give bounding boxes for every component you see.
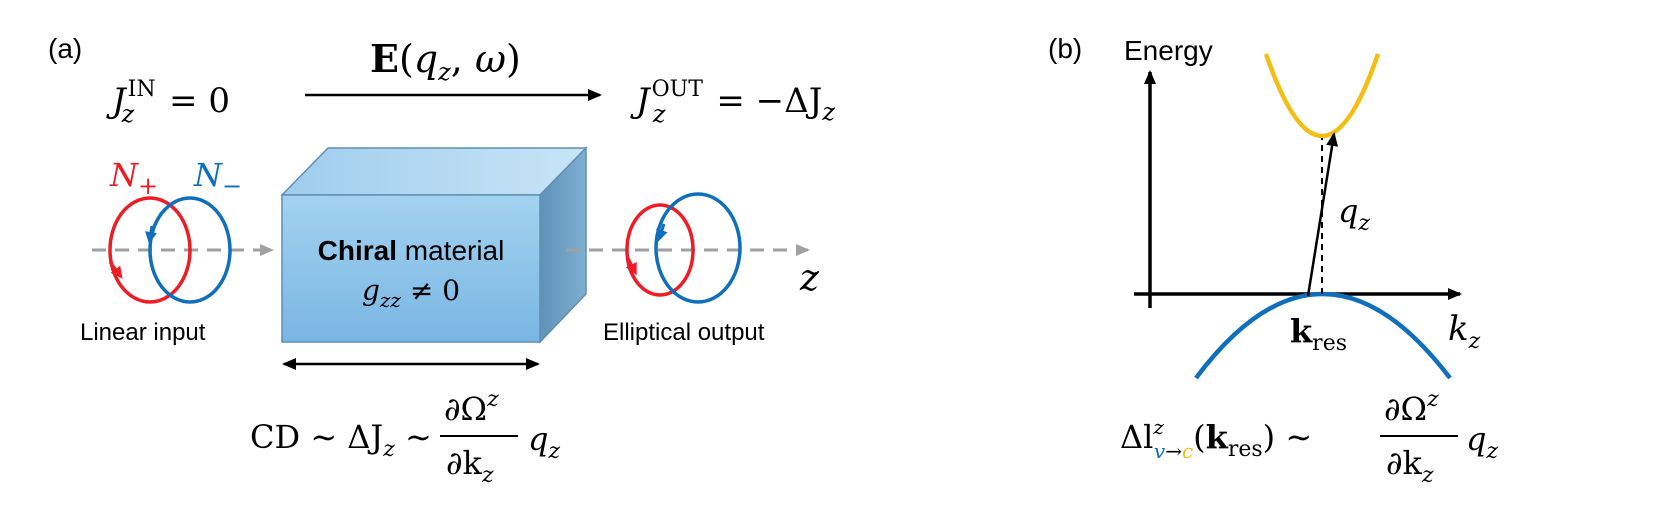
material-front-face bbox=[281, 194, 541, 343]
output-red-arrowhead bbox=[625, 257, 637, 276]
output-blue-arrowhead bbox=[656, 223, 668, 242]
input-red-arrowhead bbox=[108, 261, 123, 279]
delta-l-numerator: ∂Ωz bbox=[1384, 387, 1439, 428]
cd-q: qz bbox=[528, 420, 560, 464]
output-blue-circle bbox=[654, 192, 742, 304]
input-blue-arrowhead bbox=[145, 225, 157, 244]
qz-label: qz bbox=[1338, 192, 1370, 236]
linear-input-label: Linear input bbox=[80, 319, 206, 346]
n-plus-label: N+ bbox=[109, 156, 158, 200]
energy-axis-label: Energy bbox=[1124, 35, 1213, 66]
elliptical-output-label: Elliptical output bbox=[603, 319, 765, 346]
field-label: E(qz, ω) bbox=[370, 36, 521, 86]
g-zz-label: gzz ≠ 0 bbox=[362, 274, 460, 312]
material-title: Chiral material bbox=[318, 235, 505, 266]
delta-l-denominator: ∂kz bbox=[1386, 444, 1434, 488]
cd-lhs: CD ∼ ΔJz ∼ bbox=[250, 418, 432, 462]
kz-label: kz bbox=[1448, 309, 1481, 354]
panel-b-label: (b) bbox=[1048, 33, 1082, 64]
transition-arrow bbox=[1306, 132, 1339, 297]
cd-denominator: ∂kz bbox=[446, 444, 494, 488]
panel-a-label: (a) bbox=[48, 33, 82, 64]
delta-l-q: qz bbox=[1466, 420, 1498, 464]
output-red-circle bbox=[625, 203, 695, 297]
material-top-face bbox=[280, 147, 588, 196]
cd-numerator: ∂Ωz bbox=[444, 387, 499, 428]
n-minus-label: N− bbox=[193, 156, 242, 200]
kres-label: kres bbox=[1290, 312, 1347, 356]
conduction-band bbox=[1263, 53, 1381, 138]
z-axis-label: z bbox=[799, 258, 820, 299]
input-blue-circle bbox=[148, 196, 232, 304]
input-red-circle bbox=[108, 196, 192, 304]
